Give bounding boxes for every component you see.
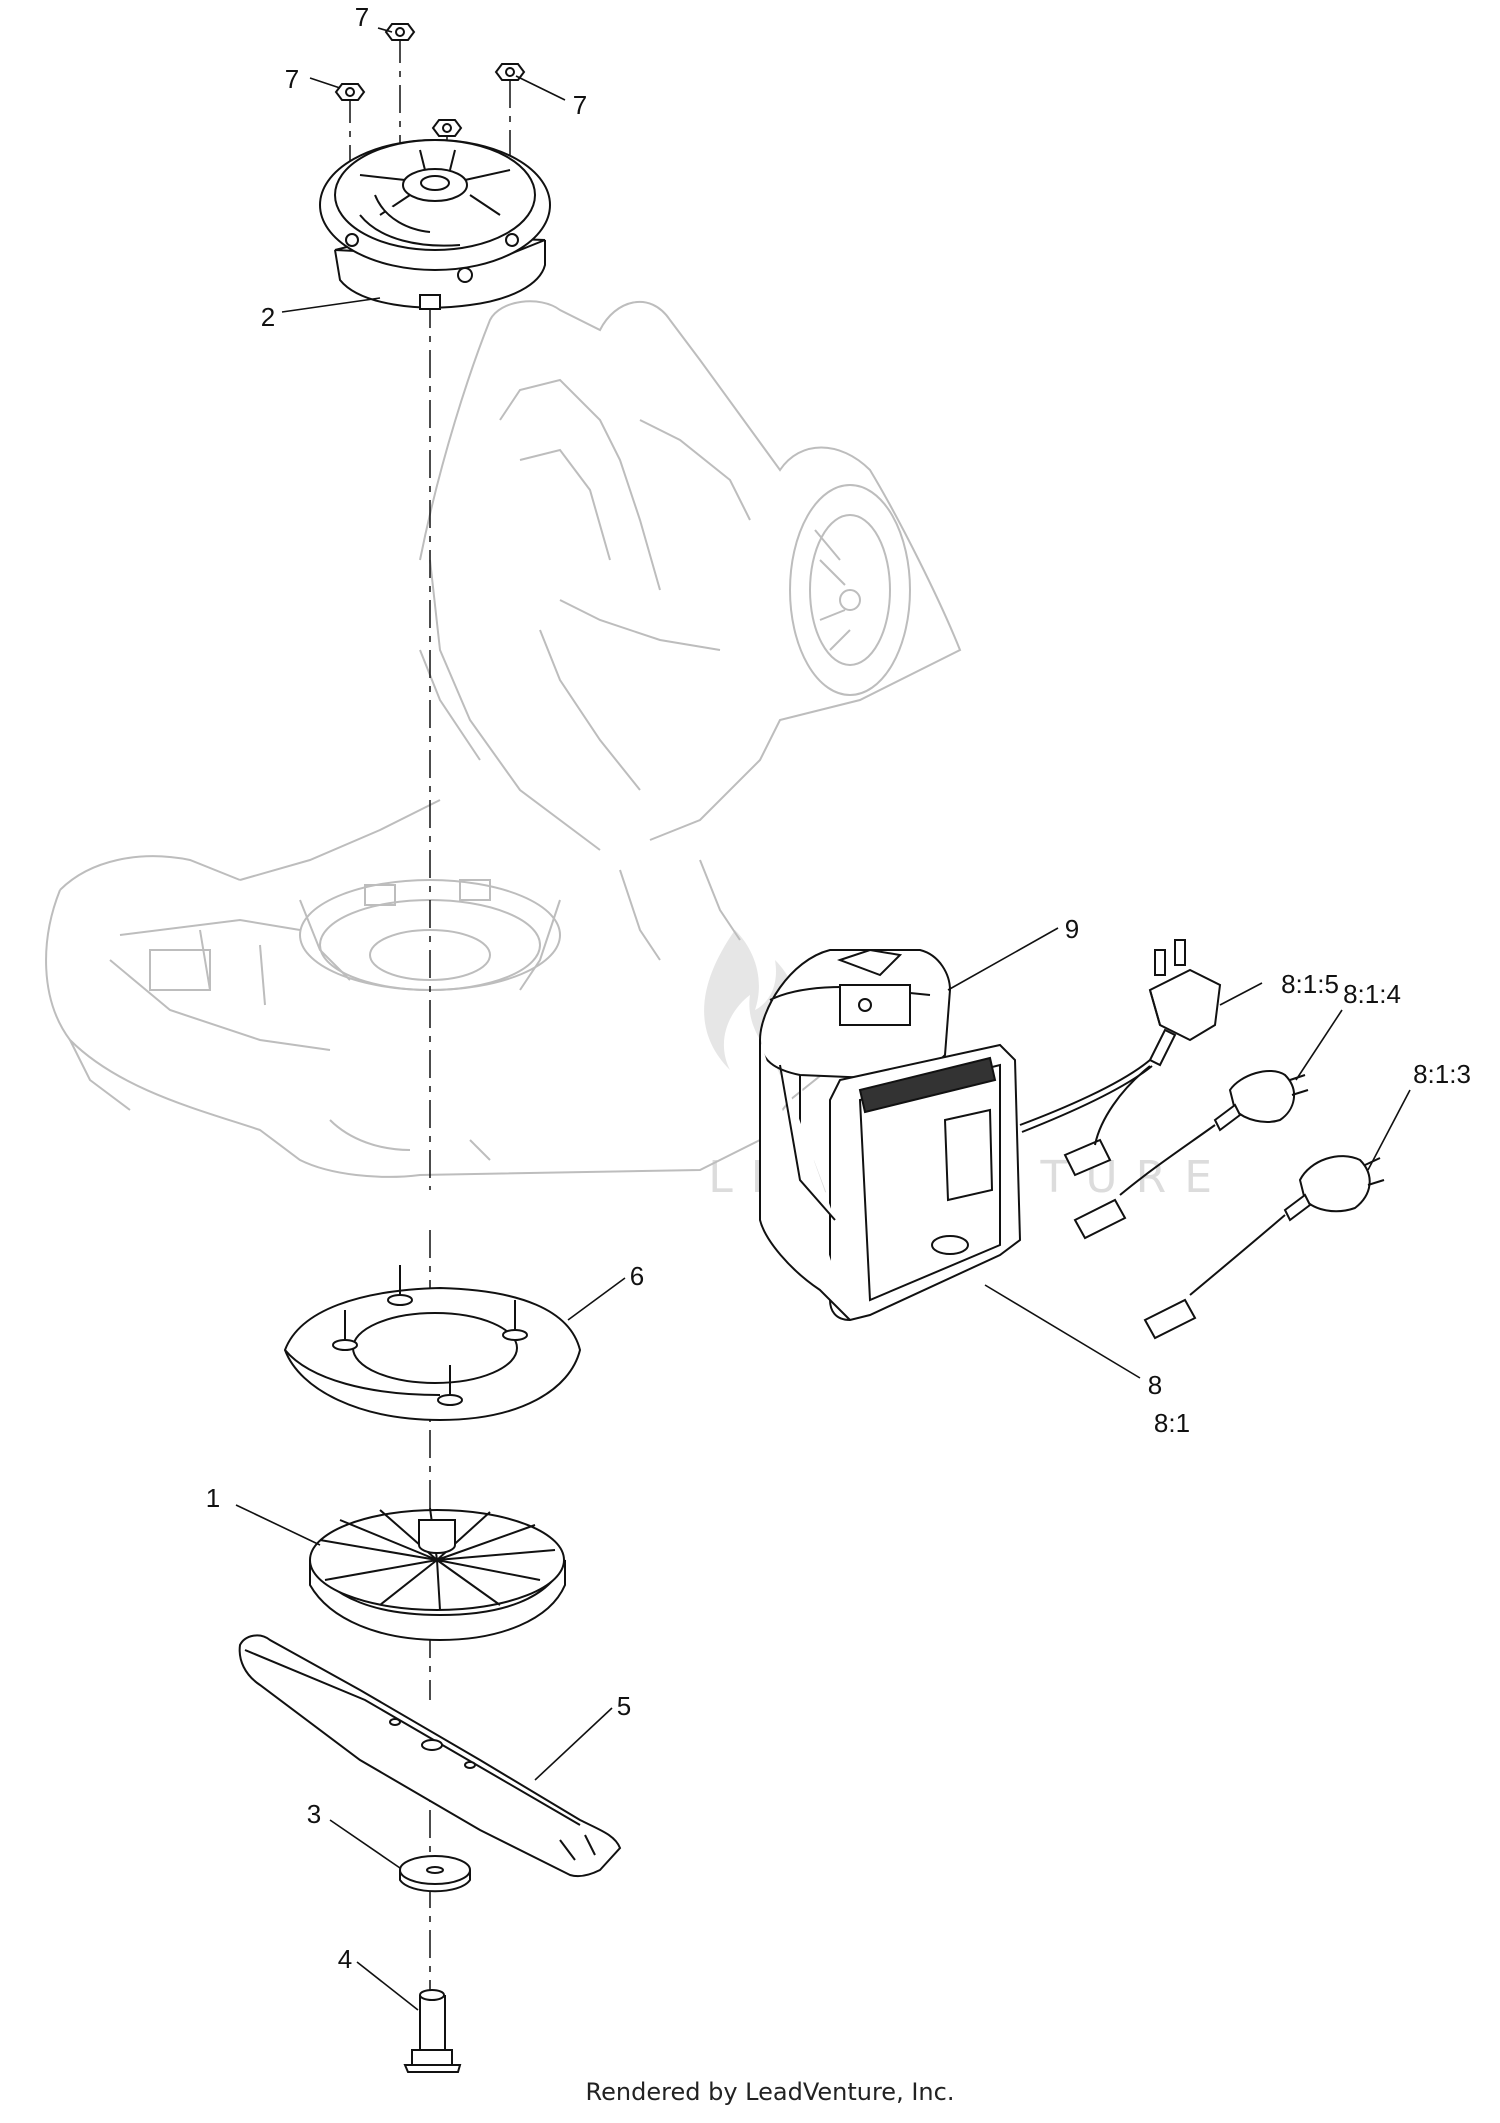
part-9-battery [758, 948, 952, 1201]
part-7-nut-top [384, 23, 416, 41]
part-4-bolt [403, 1989, 462, 2073]
callout-4: 4 [338, 1944, 352, 1974]
part-8-1-4-plug-eu [1073, 1070, 1309, 1240]
callout-labels: 7 7 7 2 9 8:1:5 8:1:4 8:1:3 6 8 8:1 1 5 … [206, 2, 1471, 1974]
part-8-charger [759, 1040, 1022, 1322]
callout-8-1: 8:1 [1154, 1408, 1190, 1438]
callout-9: 9 [1065, 914, 1079, 944]
part-3-washer [399, 1855, 471, 1893]
charger-cord [1019, 1059, 1153, 1133]
callout-8-1-3: 8:1:3 [1413, 1059, 1471, 1089]
callout-6: 6 [630, 1261, 644, 1291]
callout-8-1-5: 8:1:5 [1281, 969, 1339, 999]
callout-1: 1 [206, 1483, 220, 1513]
part-7-nut-left [334, 83, 366, 101]
callout-3: 3 [307, 1799, 321, 1829]
callout-8-1-4: 8:1:4 [1343, 979, 1401, 1009]
callout-2: 2 [261, 302, 275, 332]
footer-credit: Rendered by LeadVenture, Inc. [585, 2078, 955, 2106]
part-8-1-3-plug-au [1143, 1155, 1385, 1340]
part-5-blade [238, 1634, 622, 1878]
part-2-motor [319, 139, 551, 310]
part-6-shroud [283, 1265, 582, 1422]
part-1-fan [309, 1507, 566, 1642]
callout-8: 8 [1148, 1370, 1162, 1400]
callout-7-left: 7 [285, 64, 299, 94]
part-8-1-5-plug-uk [1148, 939, 1222, 1067]
plug-8-1-5-connector [1063, 1065, 1151, 1177]
part-7-nut-center [431, 119, 463, 137]
leader-lines [235, 27, 1411, 2011]
shroud-studs [332, 1265, 528, 1406]
callout-7-right: 7 [573, 90, 587, 120]
callout-7-top: 7 [355, 2, 369, 32]
callout-5: 5 [617, 1691, 631, 1721]
